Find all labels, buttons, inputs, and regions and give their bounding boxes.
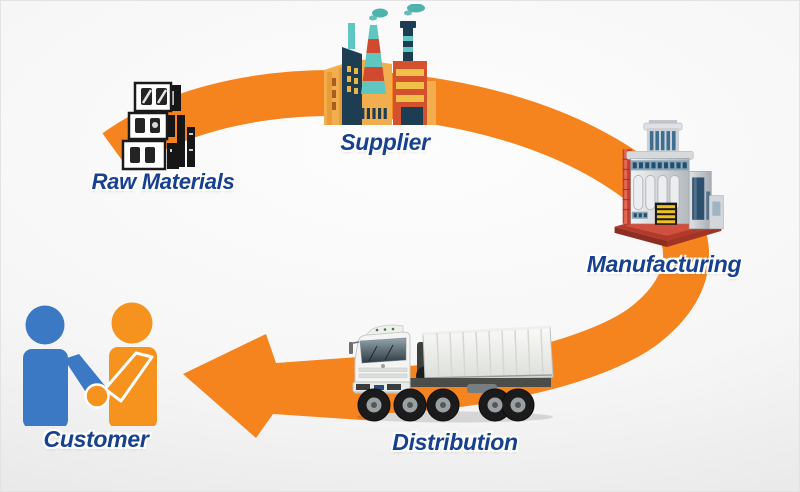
stacked-blocks-icon: [115, 79, 207, 171]
distribution-label: Distribution: [392, 429, 518, 455]
arrowhead-to-customer-icon: [183, 334, 377, 438]
supplier-label: Supplier: [340, 129, 430, 155]
customer-label: Customer: [43, 426, 149, 452]
factory-icon: [324, 4, 436, 126]
dump-truck-icon: [347, 320, 557, 424]
industrial-building-icon: [606, 119, 728, 252]
manufacturing-label: Manufacturing: [586, 251, 742, 277]
raw-materials-label: Raw Materials: [91, 169, 235, 194]
handshake-people-icon: [8, 302, 178, 426]
